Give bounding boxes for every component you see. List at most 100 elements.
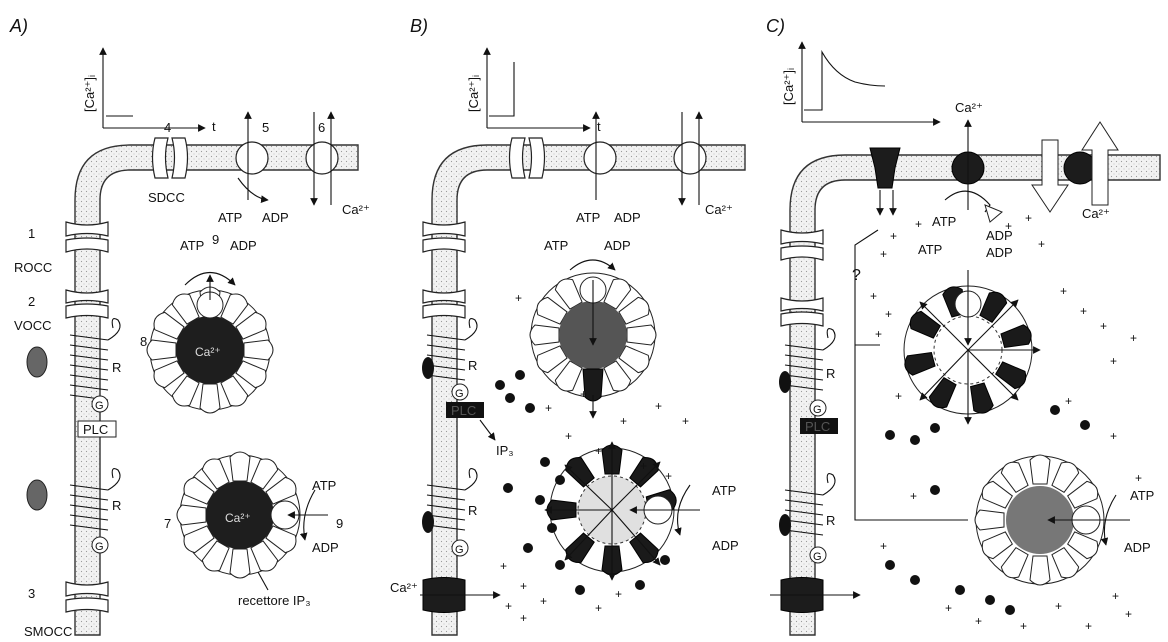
svg-text:+: +	[1085, 619, 1092, 633]
svg-text:+: +	[505, 599, 512, 613]
svg-text:+: +	[895, 389, 902, 403]
num-1: 1	[28, 226, 35, 241]
b-ip3-label: IP₃	[496, 443, 514, 458]
svg-text:+: +	[1065, 394, 1072, 408]
svg-text:+: +	[880, 247, 887, 261]
svg-text:+: +	[1112, 589, 1119, 603]
b-ca-entry-label: Ca²⁺	[390, 580, 418, 595]
svg-text:+: +	[520, 579, 527, 593]
ip3-receptor-label: recettore IP₃	[238, 593, 311, 608]
agonist-a1	[27, 347, 47, 377]
svg-text:+: +	[595, 444, 602, 458]
panel-a-graph: [Ca²⁺]ᵢ t	[82, 48, 216, 134]
graph-c-ylabel: [Ca²⁺]ᵢ	[781, 68, 796, 105]
panel-b: B) [Ca²⁺]ᵢ t R G	[390, 16, 745, 635]
num-4: 4	[164, 120, 171, 135]
adp-label-a1: ADP	[262, 210, 289, 225]
c-ca-top-label: Ca²⁺	[955, 100, 983, 115]
svg-text:+: +	[1025, 211, 1032, 225]
svg-text:+: +	[875, 327, 882, 341]
svg-text:+: +	[975, 614, 982, 628]
graph-a-xlabel: t	[212, 119, 216, 134]
num-9-upper: 9	[212, 232, 219, 247]
svg-text:+: +	[1110, 429, 1117, 443]
num-6: 6	[318, 120, 325, 135]
svg-text:+: +	[1135, 471, 1142, 485]
gprotein-label-a1: G	[95, 400, 104, 412]
c-question-mark: ?	[852, 267, 861, 284]
vocc-label: VOCC	[14, 318, 52, 333]
svg-text:+: +	[1055, 599, 1062, 613]
svg-text:+: +	[885, 307, 892, 321]
c-adp-label-2: ADP	[986, 245, 1013, 260]
atp-label-a1: ATP	[218, 210, 242, 225]
sdcc-label: SDCC	[148, 190, 185, 205]
svg-text:+: +	[500, 559, 507, 573]
svg-text:+: +	[682, 414, 689, 428]
rocc-label: ROCC	[14, 260, 52, 275]
svg-text:+: +	[1080, 304, 1087, 318]
svg-text:+: +	[620, 414, 627, 428]
panel-label-c: C)	[766, 16, 785, 36]
svg-text:+: +	[515, 291, 522, 305]
b-adp-label-2: ADP	[604, 238, 631, 253]
panel-a: A) [Ca²⁺]ᵢ t	[9, 16, 370, 639]
svg-text:+: +	[545, 401, 552, 415]
agonist-a2	[27, 480, 47, 510]
b-atp-label-1: ATP	[576, 210, 600, 225]
svg-text:+: +	[870, 289, 877, 303]
num-7: 7	[164, 516, 171, 531]
c-gprotein-label-1: G	[813, 404, 822, 416]
num-9-lower: 9	[336, 516, 343, 531]
num-3: 3	[28, 586, 35, 601]
store-ca-label-a-upper: Ca²⁺	[195, 345, 221, 359]
svg-text:+: +	[1100, 319, 1107, 333]
svg-text:+: +	[565, 429, 572, 443]
svg-text:+: +	[1020, 619, 1027, 633]
c-atp-label-3: ATP	[1130, 488, 1154, 503]
svg-text:+: +	[640, 459, 647, 473]
b-ca-ext-label: Ca²⁺	[705, 202, 733, 217]
num-8: 8	[140, 334, 147, 349]
adp-label-a3: ADP	[312, 540, 339, 555]
receptor-label-a2: R	[112, 498, 121, 513]
pmca-pump	[236, 142, 268, 174]
svg-text:+: +	[580, 387, 587, 401]
b-gprotein-label-2: G	[455, 544, 464, 556]
panel-c: C) [Ca²⁺]ᵢ Ca²⁺ Ca²⁺ ATP ADP A	[766, 16, 1160, 635]
svg-text:+: +	[945, 601, 952, 615]
vocc-channel	[66, 290, 108, 318]
graph-a-ylabel: [Ca²⁺]ᵢ	[82, 75, 97, 112]
b-atp-label-2: ATP	[544, 238, 568, 253]
graph-b-xlabel: t	[597, 119, 601, 134]
b-gprotein-label-1: G	[455, 388, 464, 400]
atp-label-a3: ATP	[312, 478, 336, 493]
b-plc-label: PLC	[451, 403, 476, 418]
gprotein-label-a2: G	[95, 541, 104, 553]
svg-text:+: +	[615, 587, 622, 601]
c-ncx-active	[1064, 152, 1096, 184]
svg-text:+: +	[540, 594, 547, 608]
ncx-exchanger	[306, 142, 338, 174]
svg-text:+: +	[910, 489, 917, 503]
b-receptor-label-2: R	[468, 503, 477, 518]
adp-label-a2: ADP	[230, 238, 257, 253]
svg-text:+: +	[890, 229, 897, 243]
smocc-label: SMOCC	[24, 624, 72, 639]
c-gprotein-label-2: G	[813, 551, 822, 563]
c-atp-label-2: ATP	[918, 242, 942, 257]
c-receptor-label-2: R	[826, 513, 835, 528]
svg-text:+: +	[520, 611, 527, 625]
svg-text:+: +	[665, 469, 672, 483]
svg-text:+: +	[655, 399, 662, 413]
graph-b-ylabel: [Ca²⁺]ᵢ	[466, 75, 481, 112]
panel-c-graph: [Ca²⁺]ᵢ	[781, 42, 940, 122]
store-ca-label-a-lower: Ca²⁺	[225, 511, 251, 525]
atp-label-a2: ATP	[180, 238, 204, 253]
svg-text:+: +	[1005, 219, 1012, 233]
panel-label-b: B)	[410, 16, 428, 36]
ca-label-a-ext: Ca²⁺	[342, 202, 370, 217]
receptor-label-a1: R	[112, 360, 121, 375]
svg-text:+: +	[1110, 354, 1117, 368]
